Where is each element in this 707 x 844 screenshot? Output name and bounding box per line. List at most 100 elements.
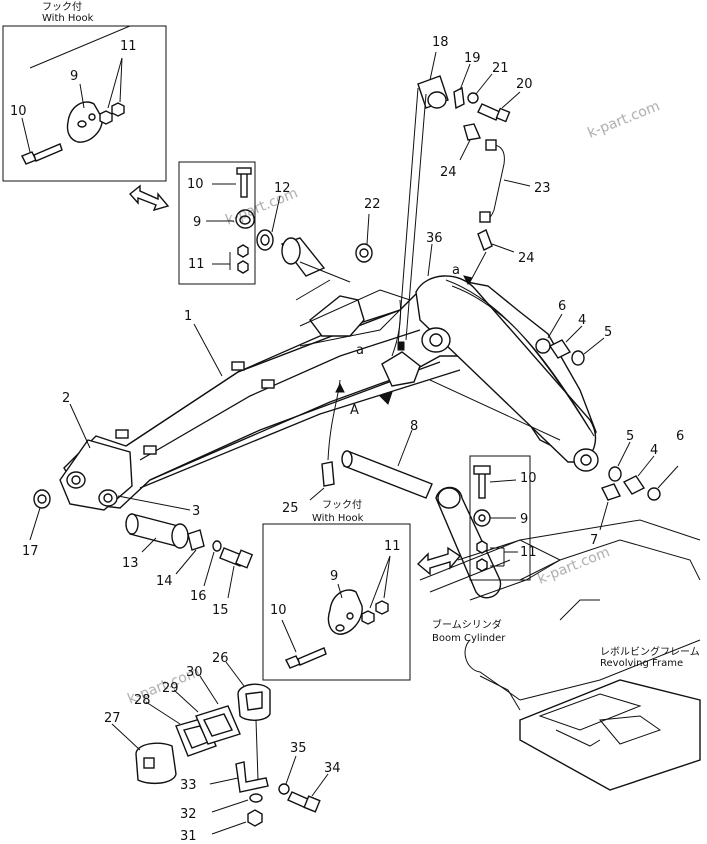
boom-bracket [309, 295, 365, 337]
kit-bolt [240, 170, 248, 198]
inset-mid-frame [262, 523, 411, 681]
view-label-A: A [350, 403, 359, 418]
standard-kit: 10 9 11 [178, 161, 256, 285]
leader-11a [107, 57, 123, 109]
callout-27: 27 [104, 711, 121, 726]
callout-17: 17 [22, 544, 39, 559]
boom-foot-bushing [280, 237, 351, 283]
bushing-4a [548, 339, 572, 359]
boom-clamp-1 [231, 361, 245, 371]
inset-mid-jp-label: フック付 [322, 498, 362, 511]
boom [59, 275, 599, 511]
callout-26: 26 [212, 651, 229, 666]
watermark-1: k-part.com [224, 185, 301, 228]
watermark-2: k-part.com [586, 98, 663, 141]
right-kit-frame [469, 455, 531, 581]
callout-10: 10 [520, 471, 537, 486]
callout-30: 30 [186, 665, 203, 680]
leader-9a [79, 83, 85, 109]
callout-4: 4 [650, 443, 658, 458]
inset-top-line [29, 25, 131, 69]
pin-13: 13 [122, 513, 189, 571]
inset-top-frame [2, 25, 167, 182]
bracket-33 [235, 761, 269, 793]
hook-bolt [21, 143, 63, 165]
revolving-frame-jp: レボルビングフレーム [600, 645, 700, 658]
washer-32 [249, 793, 263, 803]
ring-5a [571, 350, 585, 366]
callout-22: 22 [364, 197, 381, 212]
hook-nuts [99, 102, 125, 125]
callout-20: 20 [516, 77, 533, 92]
seal-6b [647, 487, 661, 501]
callout-35: 35 [290, 741, 307, 756]
inset-with-hook-top: フック付 With Hook 11 9 10 [2, 0, 167, 182]
bracket-19 [453, 86, 465, 110]
callout-24: 24 [518, 251, 535, 266]
callout-5: 5 [626, 429, 634, 444]
pin-8: 8 [341, 419, 433, 499]
lamp-27 [135, 742, 177, 785]
callout-1: 1 [184, 309, 192, 324]
callout-25: 25 [282, 501, 299, 516]
detail-a-top: a [452, 263, 460, 278]
inset-with-hook-mid: フック付 With Hook 11 9 10 [262, 498, 411, 681]
callout-11: 11 [384, 539, 401, 554]
mid-hook-plate [327, 589, 363, 635]
inset-top-jp-label: フック付 [42, 0, 82, 13]
callout-8: 8 [410, 419, 418, 434]
callout-19: 19 [464, 51, 481, 66]
washer-21 [467, 92, 479, 104]
callout-11: 11 [520, 545, 537, 560]
kit-frame [178, 161, 256, 285]
callout-7: 7 [590, 533, 598, 548]
callout-11: 11 [120, 39, 137, 54]
callout-10: 10 [270, 603, 287, 618]
callout-14: 14 [156, 574, 173, 589]
callout-28: 28 [134, 693, 151, 708]
boom-cylinder-jp: ブームシリンダ [432, 618, 502, 631]
callout-9: 9 [70, 69, 78, 84]
connector-24b [477, 229, 493, 251]
callout-33: 33 [180, 778, 197, 793]
revolving-frame: レボルビングフレーム Revolving Frame [419, 519, 701, 791]
callout-21: 21 [492, 61, 509, 76]
boom-cylinder-en: Boom Cylinder [432, 633, 506, 644]
bolt-15: 15 [212, 547, 254, 618]
lock-plate-14: 14 [156, 529, 205, 589]
callout-36: 36 [426, 231, 443, 246]
leader-10a [21, 117, 31, 153]
callout-18: 18 [432, 35, 449, 50]
callout-13: 13 [122, 556, 139, 571]
nut-31 [247, 809, 263, 827]
washer-12: 12 [256, 181, 291, 251]
double-arrow-top [128, 184, 170, 212]
arm-pin-parts-lower: 5 4 6 7 [590, 429, 684, 548]
lock-7 [601, 483, 621, 501]
harness-run [397, 87, 419, 347]
callout-12: 12 [274, 181, 291, 196]
detail-a-mid: a [356, 343, 364, 358]
callout-9: 9 [330, 569, 338, 584]
callout-10: 10 [10, 104, 27, 119]
boom-lamp: A a [335, 341, 421, 418]
callout-2: 2 [62, 391, 70, 406]
washer-35 [278, 783, 290, 795]
harness-25: 25 [282, 379, 341, 516]
washer-17: 17 [22, 489, 51, 559]
callout-6: 6 [676, 429, 684, 444]
revolving-frame-en: Revolving Frame [600, 658, 683, 669]
right-kit: 10 9 11 [469, 455, 537, 581]
ring-5b [608, 466, 622, 482]
kit-nut-2 [237, 260, 249, 274]
callout-9: 9 [193, 215, 201, 230]
mid-hook-bolt [285, 655, 301, 669]
callout-31: 31 [180, 829, 197, 844]
double-arrow-mid [416, 546, 462, 576]
callout-6: 6 [558, 299, 566, 314]
callout-34: 34 [324, 761, 341, 776]
arm-pin-parts-upper: 6 4 5 [535, 299, 612, 366]
boom-clamp-4 [143, 445, 157, 455]
washer-22: 22 [355, 197, 381, 263]
